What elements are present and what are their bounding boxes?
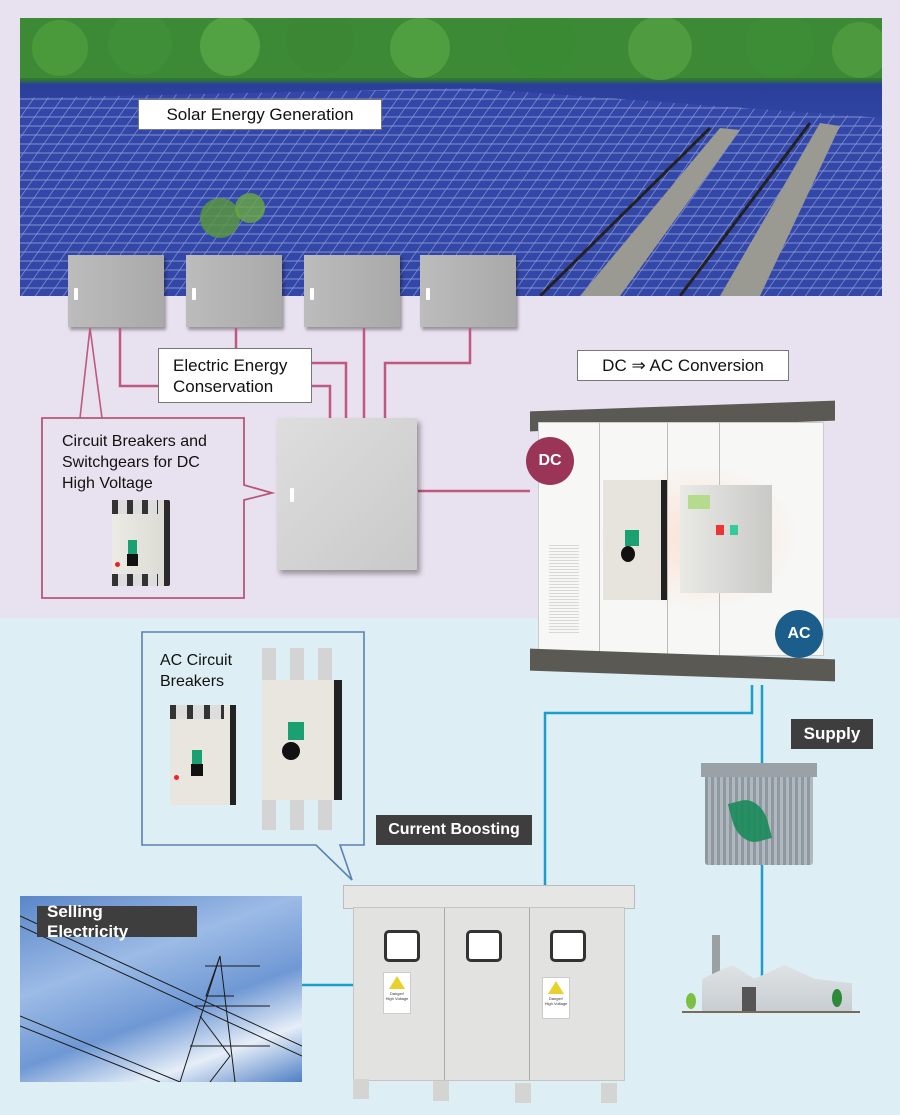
high-voltage-warning-sign-1: Danger! High Voltage — [383, 972, 411, 1014]
combiner-box-3 — [304, 255, 400, 327]
dc-circuit-breaker-image — [112, 500, 170, 586]
transmission-tower-illustration — [20, 915, 302, 1082]
leaf-icon — [727, 795, 773, 847]
step-up-substation-cabinet: Danger! High Voltage Danger! High Voltag… — [343, 885, 635, 1105]
connection-box — [277, 418, 417, 570]
warning-line2: High Voltage — [385, 996, 409, 1001]
large-ac-breaker-image — [262, 680, 342, 800]
energy-conservation-label: Electric Energy Conservation — [158, 348, 312, 403]
dc-breakers-line3: High Voltage — [62, 475, 153, 492]
warning-triangle-icon — [389, 976, 405, 989]
warning-line1: Danger! — [548, 996, 564, 1001]
warning-line2: High Voltage — [544, 1001, 568, 1006]
dc-badge: DC — [526, 437, 574, 485]
solar-generation-label: Solar Energy Generation — [138, 99, 382, 130]
factory-image — [682, 935, 860, 1015]
ac-breakers-line2: Breakers — [160, 673, 225, 690]
current-boosting-label: Current Boosting — [376, 815, 532, 845]
molded-case-breaker-image — [603, 480, 667, 600]
small-ac-breaker-image — [170, 705, 236, 805]
dc-breakers-line1: Circuit Breakers and — [62, 433, 207, 450]
combiner-box-2 — [186, 255, 282, 327]
solar-panel-photo — [20, 18, 882, 296]
dc-wiring — [79, 327, 530, 493]
warning-line1: Danger! — [389, 991, 405, 996]
energy-conservation-line1: Electric Energy — [173, 355, 288, 375]
selling-electricity-label: Selling Electricity — [37, 902, 197, 941]
ac-breakers-callout-frame — [141, 631, 365, 881]
supply-label: Supply — [791, 719, 873, 749]
ac-breakers-line1: AC Circuit — [160, 652, 233, 669]
combiner-box-1 — [68, 255, 164, 327]
large-ac-breaker-bottom-terminals — [262, 800, 346, 830]
dc-breakers-callout-text: Circuit Breakers and Switchgears for DC … — [62, 431, 207, 494]
ac-breakers-callout-text: AC Circuit Breakers — [160, 650, 232, 692]
solar-panel-grid — [20, 18, 882, 296]
warning-triangle-icon — [548, 981, 564, 994]
combiner-box-4 — [420, 255, 516, 327]
air-circuit-breaker-image — [680, 485, 772, 593]
dc-ac-conversion-label: DC ⇒ AC Conversion — [577, 350, 789, 381]
high-voltage-warning-sign-2: Danger! High Voltage — [542, 977, 570, 1019]
dc-breakers-callout-frame — [41, 417, 276, 599]
dc-breakers-line2: Switchgears for DC — [62, 454, 200, 471]
energy-conservation-line2: Conservation — [173, 376, 274, 396]
large-ac-breaker-top-terminals — [262, 648, 342, 680]
ac-badge: AC — [775, 610, 823, 658]
transformer-image — [701, 763, 817, 865]
